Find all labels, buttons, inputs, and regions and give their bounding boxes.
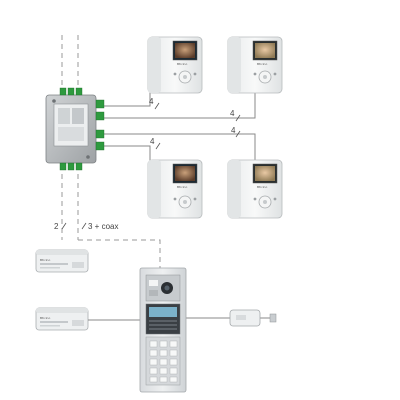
supply-brand-label: Bticino: [40, 258, 50, 262]
monitor-bottom-left: Bticino: [147, 159, 203, 219]
door-lock-module: [229, 309, 277, 327]
power-supply-top: Bticino: [35, 249, 89, 273]
wire-count-ticks: [61, 102, 241, 230]
monitor-top-right: Bticino: [227, 36, 283, 94]
wire-label-monitor-bottom-left: 4: [150, 137, 155, 146]
power-supply-bottom: Bticino: [35, 307, 89, 331]
monitor-wires: [100, 92, 256, 162]
distributor-terminals: [59, 87, 105, 171]
wire-label-monitor-top-right: 4: [230, 109, 235, 118]
monitor-top-left: Bticino: [147, 36, 203, 94]
video-distributor: [45, 87, 105, 171]
supply-brand-label: Bticino: [40, 316, 50, 320]
wire-label-monitor-bottom-right: 4: [231, 126, 236, 135]
wire-label-supply-b: 3 + coax: [88, 222, 118, 231]
monitor-brand-label: Bticino: [177, 62, 187, 66]
monitor-brand-label: Bticino: [257, 185, 267, 189]
wire-label-monitor-top-left: 4: [149, 97, 154, 106]
keypad-keys: [149, 340, 178, 383]
entrance-panel: [139, 267, 187, 393]
monitor-brand-label: Bticino: [177, 185, 187, 189]
wire-label-supply-a: 2: [54, 222, 59, 231]
dashed-riser-wires: [61, 35, 161, 268]
monitor-bottom-right: Bticino: [227, 159, 283, 219]
monitor-brand-label: Bticino: [257, 62, 267, 66]
